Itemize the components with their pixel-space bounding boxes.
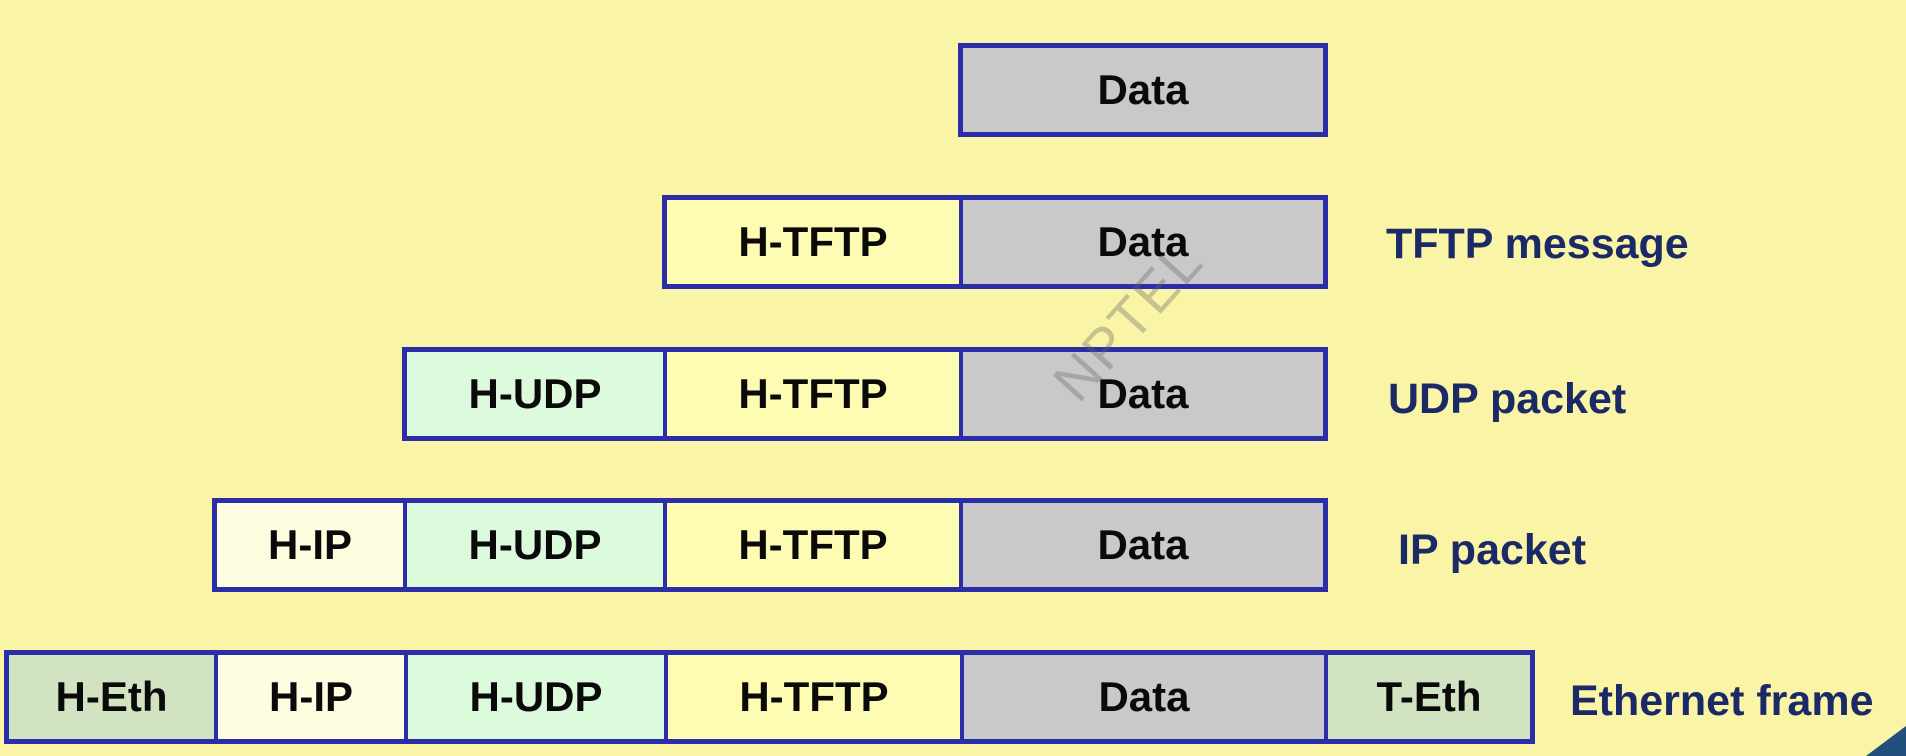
tftp-header-cell: H-TFTP — [668, 655, 960, 739]
ip-header-cell: H-IP — [217, 503, 403, 587]
ethernet-trailer-cell: T-Eth — [1328, 655, 1530, 739]
ip-header-cell: H-IP — [218, 655, 404, 739]
udp-header-cell: H-UDP — [407, 503, 663, 587]
corner-decoration — [1866, 726, 1906, 756]
udp-packet-row: H-UDP H-TFTP Data — [402, 347, 1328, 441]
tftp-header-cell: H-TFTP — [667, 503, 959, 587]
ethernet-frame-label: Ethernet frame — [1570, 677, 1874, 725]
tftp-message-label: TFTP message — [1386, 220, 1689, 268]
data-only-row: Data — [958, 43, 1328, 137]
udp-packet-label: UDP packet — [1388, 375, 1627, 423]
ethernet-frame-row: H-Eth H-IP H-UDP H-TFTP Data T-Eth — [4, 650, 1535, 744]
udp-header-cell: H-UDP — [407, 352, 663, 436]
data-cell: Data — [964, 655, 1324, 739]
data-cell: Data — [963, 352, 1323, 436]
data-cell: Data — [963, 48, 1323, 132]
data-cell: Data — [963, 503, 1323, 587]
ethernet-header-cell: H-Eth — [9, 655, 214, 739]
ip-packet-row: H-IP H-UDP H-TFTP Data — [212, 498, 1328, 592]
tftp-header-cell: H-TFTP — [667, 200, 959, 284]
ip-packet-label: IP packet — [1398, 526, 1587, 574]
data-cell: Data — [963, 200, 1323, 284]
udp-header-cell: H-UDP — [408, 655, 664, 739]
tftp-header-cell: H-TFTP — [667, 352, 959, 436]
tftp-message-row: H-TFTP Data — [662, 195, 1328, 289]
